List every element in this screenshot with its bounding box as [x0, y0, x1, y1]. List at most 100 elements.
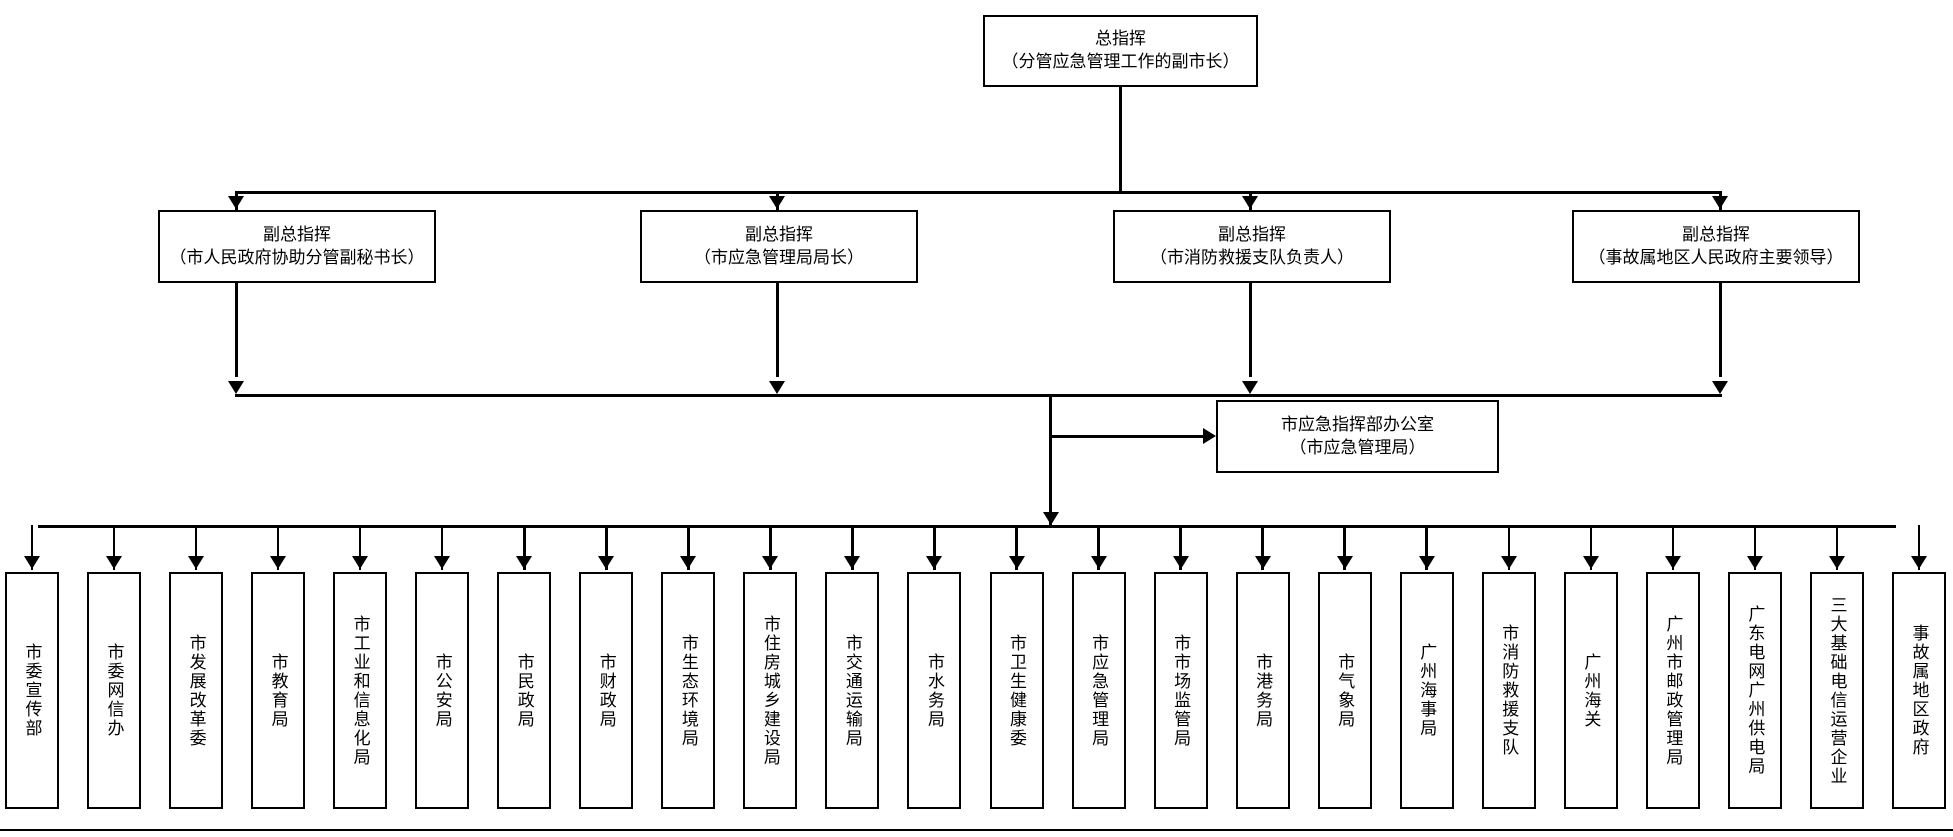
node-member-10[interactable]: 市住房城乡建设局 [743, 572, 798, 809]
connector-member-drop-20 [1589, 525, 1593, 570]
connector-member-drop-15 [1179, 525, 1182, 570]
connector-member-drop-17 [1343, 525, 1346, 570]
arrow-to-member-13-icon [1008, 556, 1025, 569]
node-member-20-label: 广州海关 [1581, 652, 1601, 729]
connector-member-drop-23 [1835, 525, 1839, 570]
connector-member-drop-18 [1425, 525, 1428, 570]
connector-member-drop-14 [1097, 525, 1100, 570]
node-member-14[interactable]: 市应急管理局 [1071, 572, 1126, 809]
node-office[interactable]: 市应急指挥部办公室 （市应急管理局） [1216, 400, 1499, 473]
arrow-to-member-6-icon [434, 556, 451, 569]
node-member-11[interactable]: 市交通运输局 [825, 572, 880, 809]
connector-office-branch [1049, 435, 1203, 438]
node-member-23-label: 三大基础电信运营企业 [1827, 595, 1847, 786]
connector-member-drop-4 [276, 525, 280, 570]
arrow-deputy-2-to-merge-icon [769, 381, 785, 394]
node-member-4[interactable]: 市教育局 [251, 572, 306, 809]
node-member-18[interactable]: 广州海事局 [1399, 572, 1454, 809]
arrow-to-member-1-icon [24, 556, 40, 569]
connector-deputy-2-down [776, 191, 779, 377]
connector-member-drop-1 [30, 525, 34, 570]
connector-member-bus [38, 525, 1896, 528]
node-member-2[interactable]: 市委网信办 [87, 572, 142, 809]
connector-member-drop-22 [1753, 525, 1757, 570]
arrow-to-member-4-icon [270, 556, 287, 569]
node-member-22-label: 广东电网广州供电局 [1745, 605, 1765, 776]
footer-divider [0, 829, 1953, 831]
node-member-24[interactable]: 事故属地区政府 [1892, 572, 1946, 809]
node-member-6[interactable]: 市公安局 [415, 572, 470, 809]
arrow-to-member-5-icon [352, 556, 369, 569]
connector-deputy-4-down [1719, 191, 1722, 377]
connector-deputy-1-down [235, 191, 238, 377]
node-member-7-label: 市民政局 [514, 652, 534, 729]
arrow-to-deputy-4-icon [1712, 196, 1728, 209]
node-deputy-2[interactable]: 副总指挥 （市应急管理局局长） [640, 210, 918, 283]
arrow-to-member-18-icon [1418, 556, 1435, 569]
node-member-19[interactable]: 市消防救援支队 [1481, 572, 1536, 809]
node-member-14-label: 市应急管理局 [1089, 633, 1109, 748]
node-member-22[interactable]: 广东电网广州供电局 [1727, 572, 1782, 809]
node-member-16-label: 市港务局 [1253, 652, 1273, 729]
arrow-to-member-19-icon [1500, 556, 1517, 569]
node-deputy-3-title: 副总指挥 [1218, 224, 1286, 244]
node-member-2-label: 市委网信办 [104, 643, 124, 738]
node-member-9[interactable]: 市生态环境局 [661, 572, 716, 809]
node-member-16[interactable]: 市港务局 [1235, 572, 1290, 809]
node-member-12[interactable]: 市水务局 [907, 572, 962, 809]
arrow-to-member-7-icon [516, 556, 533, 569]
node-member-8-label: 市财政局 [596, 652, 616, 729]
node-member-6-label: 市公安局 [432, 652, 452, 729]
node-deputy-3[interactable]: 副总指挥 （市消防救援支队负责人） [1113, 210, 1391, 283]
arrow-trunk-to-member-bus-icon [1043, 512, 1059, 525]
connector-member-drop-19 [1507, 525, 1511, 570]
node-office-subtitle: （市应急管理局） [1289, 437, 1426, 457]
node-office-title: 市应急指挥部办公室 [1281, 414, 1434, 434]
node-member-1[interactable]: 市委宣传部 [5, 572, 59, 809]
connector-member-drop-3 [194, 525, 198, 570]
node-member-8[interactable]: 市财政局 [579, 572, 634, 809]
connector-member-drop-21 [1671, 525, 1675, 570]
connector-member-drop-6 [440, 525, 444, 570]
node-member-15-label: 市市场监管局 [1171, 633, 1191, 748]
arrow-deputy-1-to-merge-icon [228, 381, 244, 394]
node-member-17[interactable]: 市气象局 [1317, 572, 1372, 809]
connector-member-drop-16 [1261, 525, 1264, 570]
arrow-to-member-8-icon [598, 556, 615, 569]
arrow-to-member-10-icon [762, 556, 779, 569]
node-member-13[interactable]: 市卫生健康委 [989, 572, 1044, 809]
connector-member-drop-12 [933, 525, 936, 570]
node-member-19-label: 市消防救援支队 [1499, 624, 1519, 757]
node-deputy-1[interactable]: 副总指挥 （市人民政府协助分管副秘书长） [158, 210, 436, 283]
connector-deputy-bus [235, 191, 1722, 194]
node-member-13-label: 市卫生健康委 [1007, 633, 1027, 748]
node-member-15[interactable]: 市市场监管局 [1153, 572, 1208, 809]
node-member-3-label: 市发展改革委 [186, 633, 206, 748]
node-deputy-4[interactable]: 副总指挥 （事故属地区人民政府主要领导） [1572, 210, 1860, 283]
connector-deputy-3-down [1249, 191, 1252, 377]
node-member-21[interactable]: 广州市邮政管理局 [1645, 572, 1700, 809]
node-member-9-label: 市生态环境局 [678, 633, 698, 748]
node-commander[interactable]: 总指挥 （分管应急管理工作的副市长） [983, 15, 1258, 87]
node-deputy-2-title: 副总指挥 [745, 224, 813, 244]
arrow-deputy-3-to-merge-icon [1242, 381, 1258, 394]
connector-member-drop-10 [769, 525, 772, 570]
node-member-23[interactable]: 三大基础电信运营企业 [1809, 572, 1864, 809]
connector-merge-bus [235, 394, 1722, 397]
connector-main-trunk [1049, 394, 1052, 525]
node-deputy-2-subtitle: （市应急管理局局长） [694, 247, 864, 267]
node-member-21-label: 广州市邮政管理局 [1663, 614, 1683, 767]
arrow-to-member-16-icon [1254, 556, 1271, 569]
node-deputy-1-subtitle: （市人民政府协助分管副秘书长） [169, 247, 425, 267]
arrow-to-member-14-icon [1090, 556, 1107, 569]
node-member-7[interactable]: 市民政局 [497, 572, 552, 809]
node-member-10-label: 市住房城乡建设局 [760, 614, 780, 767]
arrow-to-member-2-icon [106, 556, 123, 569]
node-deputy-3-subtitle: （市消防救援支队负责人） [1150, 247, 1354, 267]
node-member-20[interactable]: 广州海关 [1563, 572, 1618, 809]
node-member-5[interactable]: 市工业和信息化局 [333, 572, 388, 809]
connector-member-drop-24 [1917, 525, 1921, 570]
arrow-to-member-9-icon [680, 556, 697, 569]
node-member-3[interactable]: 市发展改革委 [169, 572, 224, 809]
